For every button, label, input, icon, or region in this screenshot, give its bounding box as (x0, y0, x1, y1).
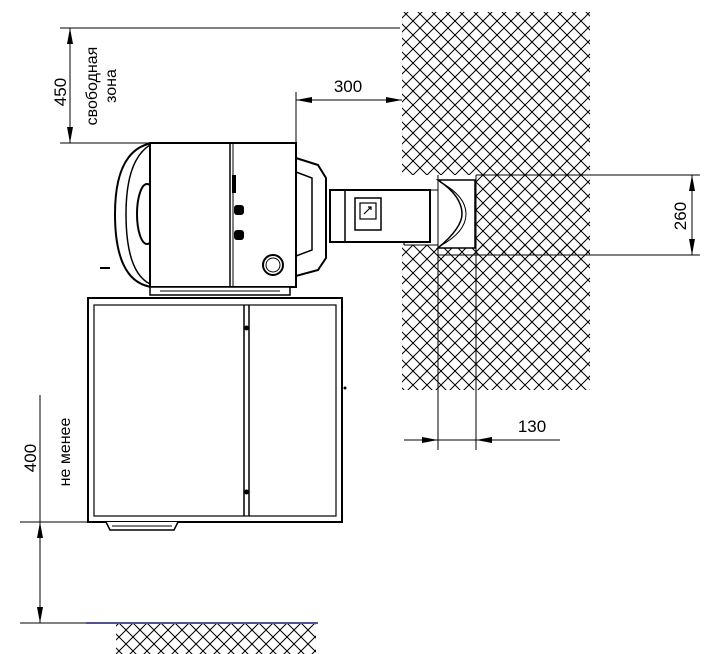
boiler-cabinet (87, 297, 347, 531)
boiler-body (100, 142, 327, 296)
flue-terminal (435, 179, 476, 249)
dimension-front-clearance: 400 не менее (20, 395, 88, 624)
flue-height-value: 260 (671, 202, 690, 230)
dimension-flue-height: 260 (438, 174, 700, 256)
wall-right-hatch (476, 175, 590, 255)
wall-lower-hatch (402, 245, 590, 390)
wall-depth-value: 130 (518, 417, 546, 436)
floor (86, 622, 318, 654)
free-zone-label-line2: зона (103, 69, 120, 103)
side-clearance-value: 300 (334, 77, 362, 96)
dimension-free-zone: 450 свободная зона (51, 27, 400, 144)
wall (402, 12, 590, 450)
dimension-side-clearance: 300 (295, 77, 402, 143)
front-clearance-label: не менее (57, 418, 74, 487)
wall-upper-hatch (402, 12, 590, 175)
flue-pipe (329, 179, 476, 249)
floor-hatch (116, 624, 316, 654)
front-clearance-value: 400 (21, 444, 40, 472)
free-zone-label-line1: свободная (84, 47, 101, 126)
free-zone-height-value: 450 (51, 78, 70, 106)
dimension-wall-depth: 130 (404, 417, 560, 443)
